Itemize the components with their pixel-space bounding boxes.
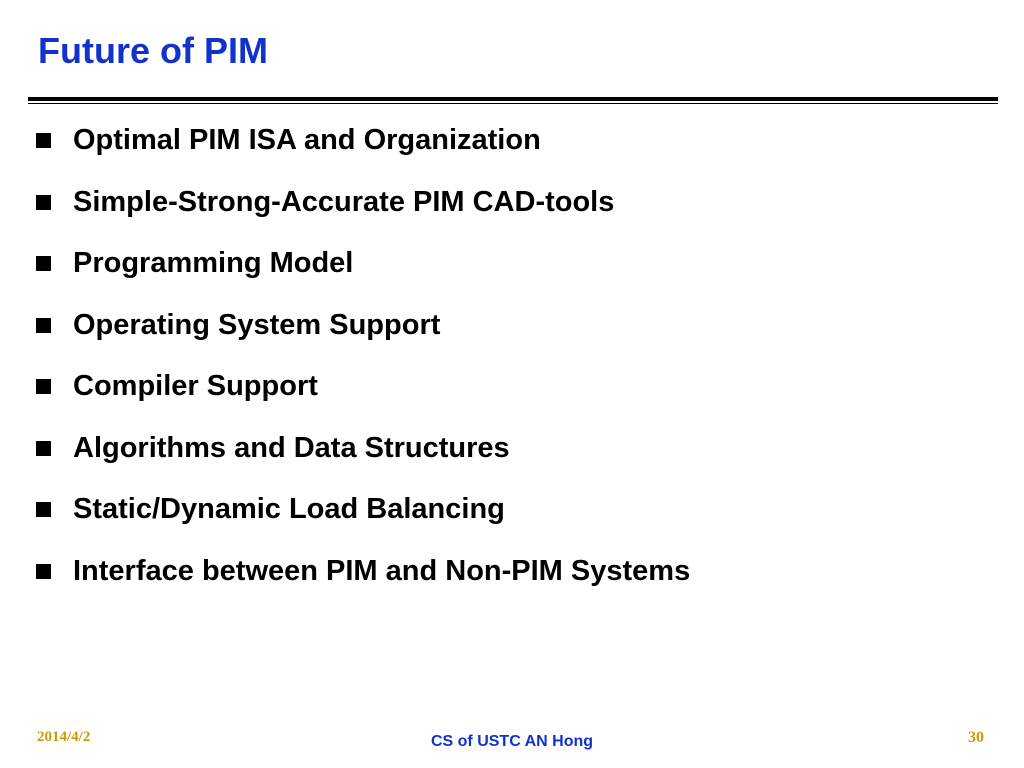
square-bullet-icon <box>36 440 51 456</box>
bullet-text: Programming Model <box>73 247 354 280</box>
bullet-text: Optimal PIM ISA and Organization <box>73 124 541 157</box>
bullet-item: Interface between PIM and Non-PIM System… <box>36 541 690 603</box>
square-bullet-icon <box>36 563 51 579</box>
square-bullet-icon <box>36 256 51 272</box>
square-bullet-icon <box>36 133 51 149</box>
footer-date: 2014/4/2 <box>37 729 91 745</box>
bullet-text: Static/Dynamic Load Balancing <box>73 493 505 526</box>
square-bullet-icon <box>36 194 51 210</box>
bullet-item: Operating System Support <box>36 295 690 357</box>
bullet-text: Interface between PIM and Non-PIM System… <box>73 554 691 587</box>
square-bullet-icon <box>36 317 51 333</box>
bullet-text: Simple-Strong-Accurate PIM CAD-tools <box>73 185 615 218</box>
bullet-text: Operating System Support <box>73 308 441 341</box>
bullet-text: Compiler Support <box>73 370 318 403</box>
bullet-item: Simple-Strong-Accurate PIM CAD-tools <box>36 172 690 234</box>
bullet-item: Programming Model <box>36 233 690 295</box>
bullet-text: Algorithms and Data Structures <box>73 431 510 464</box>
bullet-item: Optimal PIM ISA and Organization <box>36 110 690 172</box>
bullet-item: Compiler Support <box>36 356 690 418</box>
title-divider-thick <box>28 97 998 101</box>
title-divider-thin <box>28 103 998 104</box>
bullet-list: Optimal PIM ISA and Organization Simple-… <box>36 110 690 602</box>
bullet-item: Static/Dynamic Load Balancing <box>36 479 690 541</box>
footer-author: CS of USTC AN Hong <box>430 733 594 750</box>
page-number: 30 <box>968 729 984 746</box>
square-bullet-icon <box>36 502 51 518</box>
bullet-item: Algorithms and Data Structures <box>36 418 690 480</box>
slide-title: Future of PIM <box>38 30 268 71</box>
square-bullet-icon <box>36 379 51 395</box>
